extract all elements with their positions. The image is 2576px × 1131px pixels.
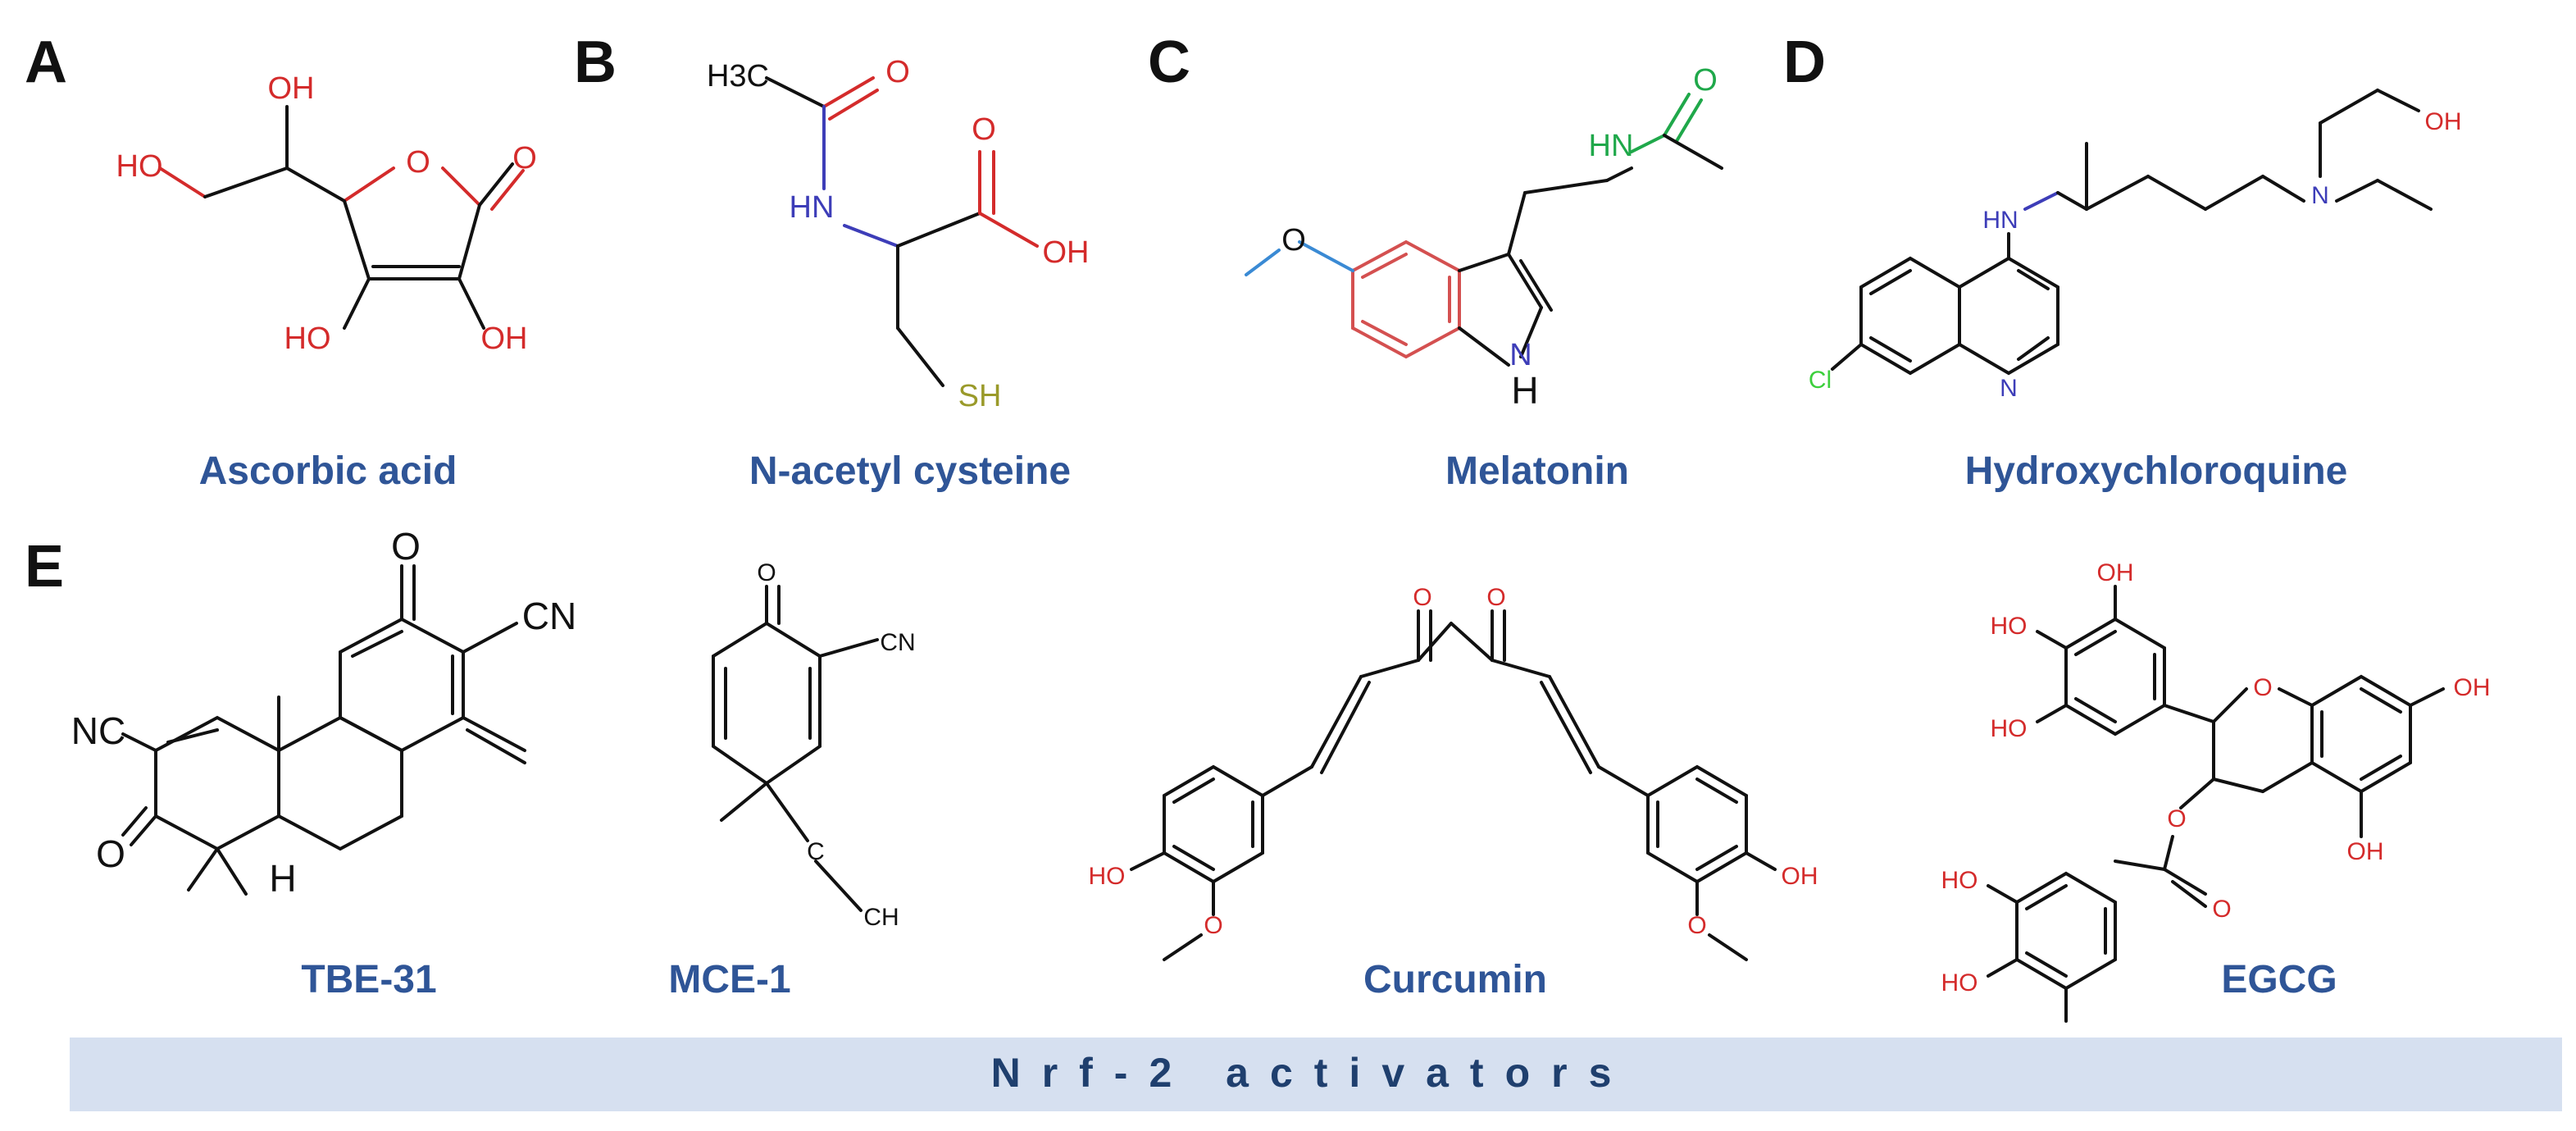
atom-oh: OH — [2425, 108, 2462, 135]
atom-ho: HO — [116, 149, 163, 184]
atom-oh: OH — [1782, 863, 1818, 890]
compound-name-curcumin: Curcumin — [1363, 958, 1547, 1001]
atom-h: H — [269, 857, 296, 900]
tbe-31-structure: O CN NC O H — [71, 525, 576, 900]
atom-n: N — [1509, 338, 1531, 372]
panel-letter-d: D — [1783, 30, 1826, 95]
atom-oh: OH — [481, 322, 528, 356]
atom-oh: OH — [268, 71, 315, 106]
compound-name-egcg: EGCG — [2221, 958, 2337, 1001]
panel-letter-b: B — [574, 30, 617, 95]
hydroxychloroquine-structure: HN N OH N Cl — [1809, 89, 2462, 402]
atom-o: O — [512, 141, 537, 176]
compound-name-melatonin: Melatonin — [1445, 449, 1629, 493]
atom-o: O — [885, 55, 910, 89]
atom-ho: HO — [1941, 969, 1978, 996]
atom-o: O — [2212, 896, 2231, 923]
panel-b: B H3C O HN O OH SH N-acetyl cysteine — [574, 30, 1090, 493]
panel-e: E O CN NC O H — [25, 525, 2491, 1103]
atom-o: O — [2167, 805, 2186, 832]
atom-hn: HN — [1589, 129, 1634, 163]
melatonin-structure: O HN O N H — [1245, 63, 1723, 412]
atom-o: O — [96, 832, 125, 875]
atom-o: O — [1486, 584, 1505, 611]
atom-o: O — [2253, 674, 2272, 701]
atom-cl: Cl — [1809, 367, 1832, 394]
compound-name-mce-1: MCE-1 — [668, 958, 790, 1001]
panel-letter-a: A — [25, 30, 67, 95]
atom-ho: HO — [1941, 867, 1978, 894]
atom-oh: OH — [2454, 674, 2491, 701]
curcumin-structure: O O HO O OH O — [1089, 584, 1818, 961]
atom-ho: HO — [1991, 613, 2028, 640]
atom-ho: HO — [1089, 863, 1126, 890]
atom-ch: CH — [863, 904, 899, 931]
mce-1-structure: O CN C CH — [712, 559, 916, 931]
atom-o: O — [757, 559, 776, 586]
panel-c: C O HN O N — [1148, 30, 1723, 493]
atom-oh: OH — [1043, 235, 1090, 270]
atom-n: N — [2311, 182, 2329, 209]
atom-cn: CN — [880, 629, 915, 656]
atom-ho: HO — [284, 322, 331, 356]
atom-c: C — [807, 838, 825, 865]
compound-name-hydroxychloroquine: Hydroxychloroquine — [1965, 449, 2348, 493]
atom-o: O — [406, 145, 430, 180]
banner-label: Nrf-2 activators — [991, 1050, 1633, 1096]
atom-cn: CN — [522, 595, 576, 637]
atom-h: H — [1511, 369, 1538, 412]
atom-hn: HN — [790, 190, 835, 225]
atom-hn: HN — [1982, 207, 2018, 234]
atom-o: O — [1413, 584, 1431, 611]
panel-d: D HN N OH — [1783, 30, 2462, 493]
atom-o: O — [1687, 912, 1706, 939]
atom-o: O — [391, 525, 421, 568]
atom-o: O — [1281, 223, 1306, 258]
panel-letter-c: C — [1148, 30, 1190, 95]
atom-o: O — [972, 112, 996, 147]
atom-nc: NC — [71, 709, 125, 752]
atom-o: O — [1204, 912, 1222, 939]
compound-name-tbe-31: TBE-31 — [301, 958, 436, 1001]
egcg-structure: OH HO HO O OH OH O O HO HO OH — [1941, 559, 2491, 1103]
atom-ho: HO — [1991, 715, 2028, 742]
atom-o: O — [1693, 63, 1718, 98]
panel-a: A HO OH O O HO OH Ascorbic acid — [25, 30, 537, 493]
ascorbic-acid-structure: HO OH O O HO OH — [116, 71, 537, 356]
atom-h3c: H3C — [707, 59, 769, 93]
atom-oh: OH — [2097, 559, 2134, 586]
atom-n: N — [2000, 375, 2018, 402]
atom-oh: OH — [2347, 838, 2384, 865]
panel-letter-e: E — [25, 534, 64, 600]
n-acetyl-cysteine-structure: H3C O HN O OH SH — [707, 55, 1090, 413]
compound-name-ascorbic-acid: Ascorbic acid — [199, 449, 457, 493]
atom-sh: SH — [958, 379, 1002, 413]
banner-background — [70, 1038, 2562, 1111]
compound-name-n-acetyl-cysteine: N-acetyl cysteine — [749, 449, 1071, 493]
nrf2-banner: Nrf-2 activators — [70, 1038, 2562, 1111]
